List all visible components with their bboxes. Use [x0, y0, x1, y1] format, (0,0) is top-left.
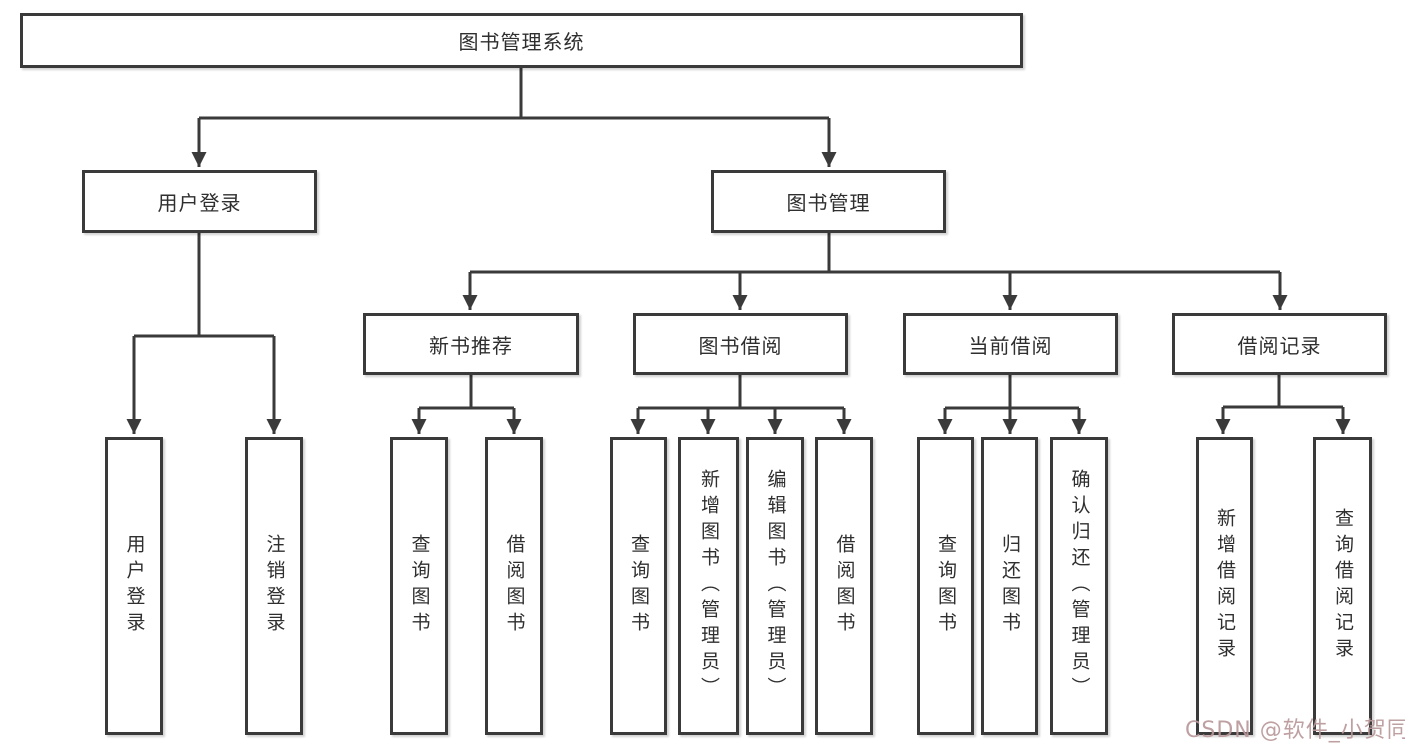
- node-borrow-books-recommend: 借阅图书: [485, 437, 543, 735]
- node-add-borrow-record: 新增借阅记录: [1196, 437, 1253, 735]
- node-return-book-label: 归还图书: [999, 534, 1021, 638]
- node-library-system: 图书管理系统: [20, 13, 1023, 68]
- node-current-borrow: 当前借阅: [903, 313, 1118, 375]
- node-borrow-books-recommend-label: 借阅图书: [503, 534, 526, 638]
- node-add-book-admin: 新增图书（管理员）: [678, 437, 739, 735]
- node-query-books-recommend-label: 查询图书: [408, 534, 431, 638]
- node-add-book-admin-label: 新增图书（管理员）: [698, 469, 720, 703]
- node-new-book-recommend: 新书推荐: [363, 313, 579, 375]
- node-user-login-leaf: 用户登录: [105, 437, 163, 735]
- node-query-books-recommend: 查询图书: [390, 437, 448, 735]
- node-return-book: 归还图书: [981, 437, 1038, 735]
- node-current-borrow-label: 当前借阅: [968, 333, 1053, 358]
- node-edit-book-admin-label: 编辑图书（管理员）: [764, 469, 787, 703]
- node-add-borrow-record-label: 新增借阅记录: [1214, 508, 1236, 664]
- node-borrow-books-leaf: 借阅图书: [815, 437, 873, 735]
- node-query-borrow-record: 查询借阅记录: [1313, 437, 1372, 735]
- node-logout: 注销登录: [245, 437, 303, 735]
- node-query-books-current-label: 查询图书: [935, 534, 957, 638]
- node-query-books-current: 查询图书: [917, 437, 974, 735]
- node-borrow-records: 借阅记录: [1172, 313, 1387, 375]
- node-borrow-records-label: 借阅记录: [1237, 333, 1322, 358]
- node-query-borrow-record-label: 查询借阅记录: [1332, 508, 1354, 664]
- node-user-login-label: 用户登录: [157, 191, 242, 215]
- node-query-books-borrow-label: 查询图书: [628, 534, 650, 638]
- node-book-borrow-label: 图书借阅: [698, 333, 783, 358]
- node-query-books-borrow: 查询图书: [610, 437, 667, 735]
- node-borrow-books-leaf-label: 借阅图书: [833, 534, 856, 638]
- node-user-login-leaf-label: 用户登录: [123, 534, 146, 638]
- node-confirm-return-admin-label: 确认归还（管理员）: [1068, 469, 1091, 703]
- node-logout-label: 注销登录: [263, 534, 286, 638]
- node-new-book-recommend-label: 新书推荐: [429, 333, 513, 358]
- node-book-management-label: 图书管理: [786, 191, 871, 215]
- node-confirm-return-admin: 确认归还（管理员）: [1050, 437, 1108, 735]
- csdn-watermark: CSDN @软件_小贺同学: [1185, 718, 1405, 743]
- node-edit-book-admin: 编辑图书（管理员）: [746, 437, 804, 735]
- node-book-management: 图书管理: [711, 170, 946, 233]
- node-library-system-label: 图书管理系统: [458, 30, 585, 54]
- node-book-borrow: 图书借阅: [633, 313, 848, 375]
- node-user-login: 用户登录: [82, 170, 317, 233]
